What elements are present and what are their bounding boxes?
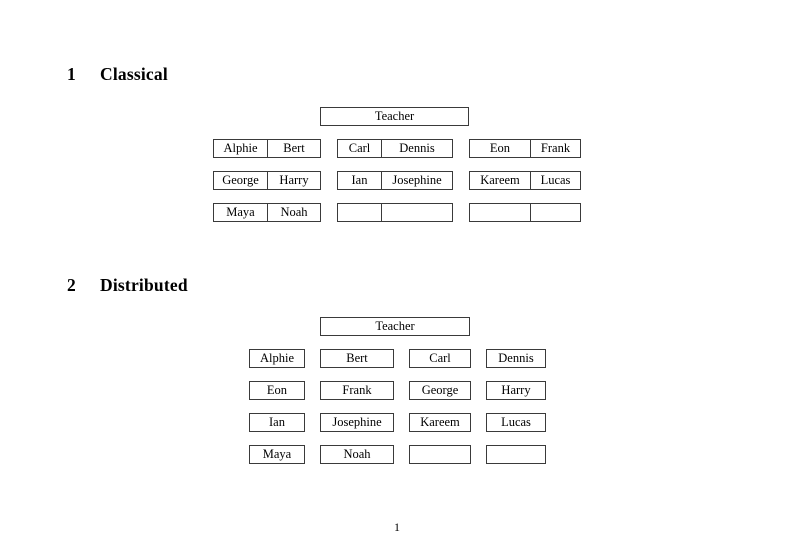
teacher-box-classical: Teacher [320,107,469,126]
name-box: Lucas [486,413,546,432]
name-box: Ian [249,413,305,432]
name-cell: Maya [226,205,255,219]
classical-middle-row-2: Ian Josephine [337,171,453,190]
section-number: 2 [67,275,76,295]
name-cell [381,204,452,221]
name-box: Alphie [249,349,305,368]
name-cell [470,204,530,221]
diagram-classical: Teacher Alphie Bert George Harry Maya No… [0,104,794,229]
name-box: Kareem [409,413,471,432]
name-box [409,445,471,464]
teacher-box-distributed: Teacher [320,317,470,336]
name-cell: Kareem [480,173,520,187]
classical-left-row-2: George Harry [213,171,321,190]
name-box: Harry [486,381,546,400]
classical-right-row-2: Kareem Lucas [469,171,581,190]
classical-middle-row-3 [337,203,453,222]
name-cell: Eon [489,141,511,155]
section-title: Classical [100,64,168,84]
name-box: Carl [409,349,471,368]
section-title: Distributed [100,275,188,295]
classical-right-row-1: Eon Frank [469,139,581,158]
name-cell: Ian [351,173,368,187]
diagram-distributed: Teacher Alphie Bert Carl Dennis Eon Fran… [0,314,794,474]
name-box: Frank [320,381,394,400]
name-cell: Alphie [223,141,258,155]
name-cell: Josephine [381,172,452,189]
name-cell: Dennis [381,140,452,157]
name-box [486,445,546,464]
name-box: Josephine [320,413,394,432]
name-box: Noah [320,445,394,464]
name-box: Eon [249,381,305,400]
section-heading-distributed: 2 Distributed [67,275,188,296]
classical-left-row-3: Maya Noah [213,203,321,222]
name-box: Bert [320,349,394,368]
page-number: 1 [394,520,400,534]
classical-left-row-1: Alphie Bert [213,139,321,158]
classical-middle-row-1: Carl Dennis [337,139,453,158]
section-heading-classical: 1 Classical [67,64,168,85]
name-cell: Carl [348,141,371,155]
name-box: George [409,381,471,400]
name-cell: Bert [267,140,320,157]
classical-right-row-3 [469,203,581,222]
name-box: Maya [249,445,305,464]
name-box: Dennis [486,349,546,368]
name-cell [338,204,381,221]
name-cell: George [222,173,259,187]
name-cell: Noah [267,204,320,221]
section-number: 1 [67,64,76,84]
name-cell [530,204,580,221]
name-cell: Frank [530,140,580,157]
name-cell: Harry [267,172,320,189]
name-cell: Lucas [530,172,580,189]
